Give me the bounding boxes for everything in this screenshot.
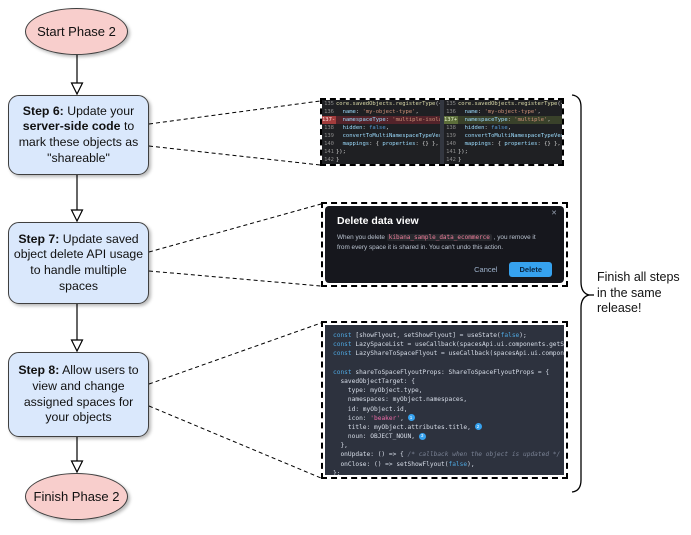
code-line: noun: OBJECT_NOUN, 3: [333, 432, 556, 441]
code-snippet: const [showFlyout, setShowFlyout] = useS…: [325, 325, 564, 475]
code-line: const LazyShareToSpaceFlyout = useCallba…: [333, 350, 564, 358]
step-8-node: Step 8: Allow users to view and change a…: [8, 352, 149, 437]
diff-line: 142}: [444, 156, 562, 164]
close-icon[interactable]: ✕: [551, 210, 557, 217]
annotation-badge: 2: [474, 423, 482, 431]
modal-footer: Cancel Delete: [337, 261, 552, 277]
code-line: onUpdate: () => { /* callback when the o…: [333, 451, 564, 459]
code-line: title: myObject.attributes.title, 2: [333, 423, 556, 432]
diff-line: 138 hidden: false,: [444, 124, 562, 132]
diff-line: 137+ namespaceType: 'multiple',: [444, 116, 562, 124]
line-number: 142: [324, 157, 334, 163]
line-number: 141: [324, 149, 334, 155]
line-number: 137+: [444, 116, 458, 124]
step-7-label: Step 7: Update saved object delete API u…: [13, 231, 144, 293]
diff-divider: [440, 100, 444, 164]
code-line: id: myObject.id,: [333, 405, 408, 413]
diff-line: 136 name: 'my-object-type',: [444, 108, 562, 116]
diff-line: 142}: [322, 156, 440, 164]
code-line: namespaces: myObject.namespaces,: [333, 396, 468, 404]
annotation-badge: 3: [418, 432, 426, 440]
diff-line: 139 convertToMultiNamespaceTypeVersion: …: [322, 132, 440, 140]
code-line: icon: 'beaker', 1: [333, 414, 556, 423]
line-number: 135: [324, 101, 334, 107]
line-number: 138: [446, 125, 456, 131]
code-line: const shareToSpaceFlyoutProps: ShareToSp…: [333, 368, 550, 376]
delete-modal-panel: ✕ Delete data view When you delete kiban…: [321, 202, 568, 287]
diff-line: 136 name: 'my-object-type',: [322, 108, 440, 116]
diff-line: 140 mappings: { properties: {} },: [322, 140, 440, 148]
diff-line: 141});: [322, 148, 440, 156]
diff-line: 139 convertToMultiNamespaceTypeVersion: …: [444, 132, 562, 140]
code-line: const [showFlyout, setShowFlyout] = useS…: [333, 332, 527, 339]
modal-body-after: , you remove it from every space it is s…: [337, 234, 536, 252]
line-number: 141: [446, 149, 456, 155]
step-7-node: Step 7: Update saved object delete API u…: [8, 222, 149, 304]
modal-body-before: When you delete: [337, 234, 387, 241]
step-8-label: Step 8: Allow users to view and change a…: [18, 363, 139, 425]
finish-node: Finish Phase 2: [25, 473, 128, 520]
line-number: 136: [324, 109, 334, 115]
delete-modal: ✕ Delete data view When you delete kiban…: [325, 206, 564, 283]
callout-connectors: [148, 100, 322, 479]
code-line: const LazySpaceList = useCallback(spaces…: [333, 341, 564, 349]
finish-node-label: Finish Phase 2: [33, 489, 120, 504]
line-number: 136: [446, 109, 456, 115]
code-line: [333, 359, 556, 368]
diff-line: 138 hidden: false,: [322, 124, 440, 132]
line-number: 140: [324, 141, 334, 147]
code-line: },: [333, 442, 348, 450]
diff-line: 137- namespaceType: 'multiple-isolated',: [322, 116, 440, 124]
code-line: savedObjectTarget: {: [333, 377, 415, 385]
delete-button[interactable]: Delete: [509, 261, 552, 277]
code-line: };: [333, 469, 341, 475]
cancel-button[interactable]: Cancel: [474, 264, 498, 274]
annotation-badge: 1: [407, 414, 415, 422]
modal-body: When you delete kibana_sample_data_ecomm…: [337, 233, 541, 254]
brace-annotation: Finish all steps in the same release!: [597, 270, 680, 316]
code-line: onClose: () => setShowFlyout(false),: [333, 460, 475, 468]
step-6-node: Step 6: Update your server-side code to …: [8, 95, 149, 175]
curly-brace: [571, 94, 594, 493]
step-6-label: Step 6: Update your server-side code to …: [18, 103, 139, 165]
line-number: 138: [324, 125, 334, 131]
line-number: 140: [446, 141, 456, 147]
line-number: 142: [446, 157, 456, 163]
modal-title: Delete data view: [337, 215, 419, 227]
data-view-name-chip: kibana_sample_data_ecommerce: [386, 234, 492, 241]
start-node-label: Start Phase 2: [37, 24, 116, 39]
start-node: Start Phase 2: [25, 8, 128, 55]
line-number: 137-: [322, 116, 336, 124]
code-line: type: myObject.type,: [333, 387, 423, 395]
diff-line: 141});: [444, 148, 562, 156]
line-number: 135: [446, 101, 456, 107]
diff-line: 140 mappings: { properties: {} },: [444, 140, 562, 148]
line-number: 139: [324, 133, 334, 139]
line-number: 139: [446, 133, 456, 139]
code-snippet-panel: const [showFlyout, setShowFlyout] = useS…: [321, 321, 568, 479]
